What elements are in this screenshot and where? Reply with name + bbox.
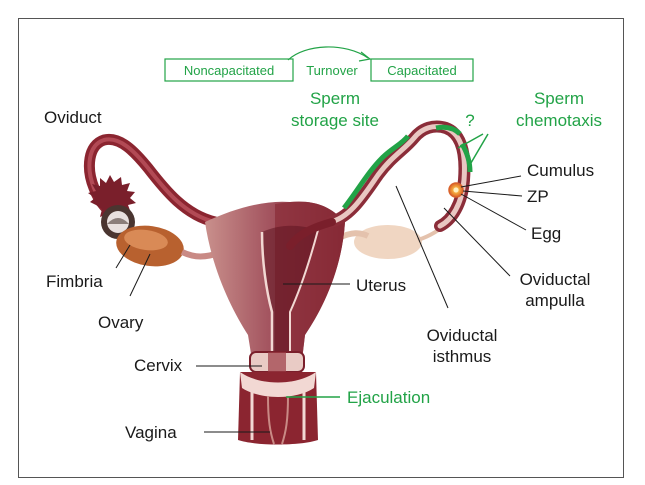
- vagina: [238, 372, 318, 445]
- turnover-label: Turnover: [306, 63, 358, 78]
- sperm-chemotaxis-label-line2: chemotaxis: [516, 111, 602, 130]
- oviductal-ampulla-label-line1: Oviductal: [520, 270, 591, 289]
- sperm-chemotaxis-label-line1: Sperm: [534, 89, 584, 108]
- cervix-label: Cervix: [134, 356, 183, 375]
- oviductal-ampulla-label-line2: ampulla: [525, 291, 585, 310]
- egg-cumulus-complex: [449, 183, 463, 197]
- zp-label: ZP: [527, 187, 549, 206]
- ejaculation-label: Ejaculation: [347, 388, 430, 407]
- unknown-question-mark: ?: [465, 111, 474, 130]
- vagina-label: Vagina: [125, 423, 177, 442]
- egg-label: Egg: [531, 224, 561, 243]
- noncapacitated-label: Noncapacitated: [184, 63, 274, 78]
- right-ovary: [338, 222, 448, 259]
- oviduct-label: Oviduct: [44, 108, 102, 127]
- capacitation-flow: Noncapacitated Turnover Capacitated: [165, 47, 473, 81]
- cervix: [250, 352, 304, 372]
- sperm-storage-label-line2: storage site: [291, 111, 379, 130]
- oviductal-isthmus-label-line2: isthmus: [433, 347, 492, 366]
- fimbria-label: Fimbria: [46, 272, 103, 291]
- cumulus-label: Cumulus: [527, 161, 594, 180]
- oviductal-isthmus-label-line1: Oviductal: [427, 326, 498, 345]
- uterus-label: Uterus: [356, 276, 406, 295]
- turnover-arrow: [288, 47, 368, 60]
- ovary-label: Ovary: [98, 313, 144, 332]
- sperm-storage-label-line1: Sperm: [310, 89, 360, 108]
- capacitated-label: Capacitated: [387, 63, 456, 78]
